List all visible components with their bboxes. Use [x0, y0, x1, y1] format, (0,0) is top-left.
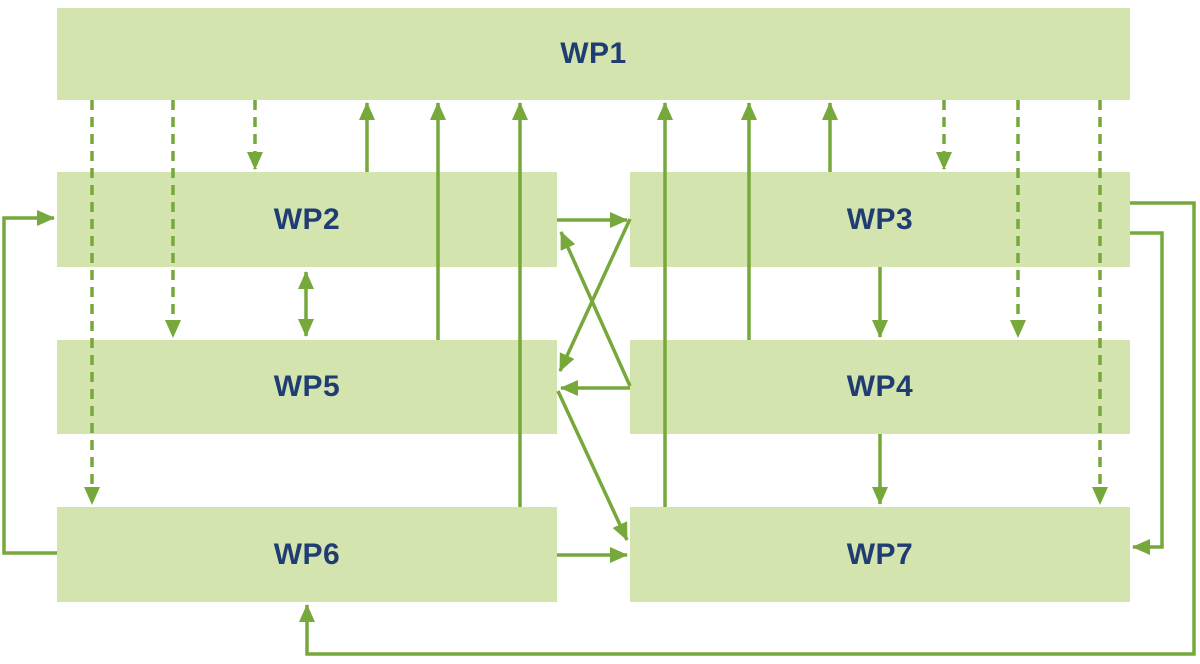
- box-wp1: WP1: [57, 8, 1130, 100]
- box-wp6: WP6: [57, 507, 557, 602]
- box-wp4: WP4: [630, 340, 1130, 434]
- wp5-label: WP5: [273, 370, 341, 403]
- edge-WP3-to-WP7: [1130, 231, 1164, 555]
- box-wp3: WP3: [630, 172, 1130, 267]
- edge-WP5-to-WP7: [556, 390, 629, 541]
- wp3-label: WP3: [846, 202, 914, 236]
- box-wp2: WP2: [57, 172, 557, 267]
- wp2-label: WP2: [273, 202, 341, 236]
- box-wp5: WP5: [57, 340, 557, 434]
- wp7-label: WP7: [846, 537, 914, 571]
- edge-WP6-to-WP2: [2, 210, 57, 555]
- box-wp7: WP7: [630, 507, 1130, 602]
- wp4-label: WP4: [846, 370, 914, 403]
- wp6-label: WP6: [273, 537, 341, 571]
- edge-WP3-to-WP5: [558, 218, 632, 372]
- edge-WP4-to-WP2: [559, 231, 632, 387]
- wp1-label: WP1: [560, 37, 627, 70]
